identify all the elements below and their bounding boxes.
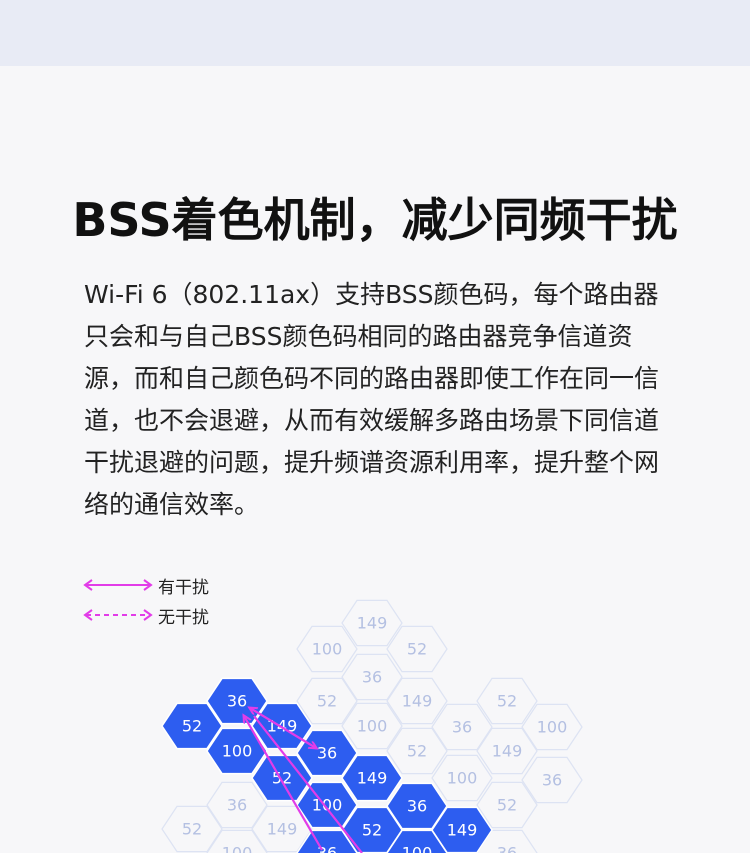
hex-cell: 100: [521, 703, 583, 751]
hex-cell: 100: [296, 625, 358, 673]
hex-cell: 36: [476, 829, 538, 853]
hex-cell: 149: [341, 599, 403, 647]
hex-cell: 36: [521, 756, 583, 804]
solid-arrow-icon: [83, 579, 153, 591]
hex-cell-active: 149: [431, 806, 493, 853]
hex-label: 52: [497, 796, 517, 815]
hex-label: 36: [407, 797, 427, 816]
hex-label: 149: [357, 614, 388, 633]
description-text: Wi-Fi 6（802.11ax）支持BSS颜色码，每个路由器只会和与自己BSS…: [84, 280, 660, 519]
hex-label: 36: [227, 796, 247, 815]
hex-cell: 52: [476, 677, 538, 725]
hex-cell-active: 36: [296, 829, 358, 853]
hex-label: 100: [222, 742, 253, 761]
hex-label: 52: [182, 717, 202, 736]
hex-label: 149: [267, 820, 298, 839]
hex-cell: 100: [341, 702, 403, 750]
hex-label: 52: [182, 820, 202, 839]
hex-cell: 52: [161, 805, 223, 853]
hex-cell: 36: [341, 653, 403, 701]
hex-label: 100: [312, 796, 343, 815]
hex-label: 36: [317, 744, 337, 763]
page-title: BSS着色机制，减少同频干扰: [72, 193, 678, 247]
arrow-36-to-36: [250, 708, 316, 748]
hex-label: 100: [312, 640, 343, 659]
hex-cell: 52: [476, 781, 538, 829]
top-band: [0, 0, 750, 66]
hex-label: 36: [227, 692, 247, 711]
hex-cell: 52: [386, 727, 448, 775]
hex-label: 149: [492, 742, 523, 761]
hex-cell-active: 52: [161, 702, 223, 750]
interference-arrows: [244, 708, 363, 853]
hex-label: 149: [357, 769, 388, 788]
hex-label: 52: [407, 640, 427, 659]
hex-label: 52: [317, 692, 337, 711]
hex-label: 100: [537, 718, 568, 737]
hex-cell-active: 100: [386, 829, 448, 853]
legend: 有干扰 无干扰: [82, 570, 209, 630]
hex-label: 52: [362, 821, 382, 840]
arrow-36-to-36-lower: [244, 716, 323, 851]
hex-cell: 100: [431, 754, 493, 802]
legend-label-interference: 有干扰: [158, 577, 209, 598]
hex-cell: 100: [206, 829, 268, 853]
dashed-arrow-icon: [83, 609, 153, 621]
hex-label: 52: [497, 692, 517, 711]
hex-label: 52: [272, 769, 292, 788]
legend-row-no-interference: 无干扰: [82, 600, 209, 630]
hex-label: 149: [402, 692, 433, 711]
legend-row-interference: 有干扰: [82, 570, 209, 600]
hex-cell: 149: [386, 677, 448, 725]
hex-cell-active: 36: [386, 782, 448, 830]
hex-label: 36: [452, 718, 472, 737]
hex-label: 100: [402, 844, 433, 853]
hex-cell-active: 52: [251, 754, 313, 802]
hex-cell: 52: [386, 625, 448, 673]
hex-label: 36: [317, 844, 337, 853]
hex-cell: 52: [296, 677, 358, 725]
legend-label-no-interference: 无干扰: [158, 607, 209, 628]
hex-cell: 36: [431, 703, 493, 751]
hex-label: 36: [362, 668, 382, 687]
hex-cell: 149: [476, 727, 538, 775]
hex-label: 100: [222, 844, 253, 853]
hex-label: 52: [407, 742, 427, 761]
hex-label: 100: [357, 717, 388, 736]
hex-label: 100: [447, 769, 478, 788]
hex-cell-active: 52: [341, 806, 403, 853]
hex-cell-active: 149: [341, 754, 403, 802]
hex-cell: 36: [206, 781, 268, 829]
hex-label: 36: [542, 771, 562, 790]
hex-label: 149: [447, 821, 478, 840]
hex-label: 36: [497, 844, 517, 853]
arrow-36-to-52: [253, 715, 363, 853]
